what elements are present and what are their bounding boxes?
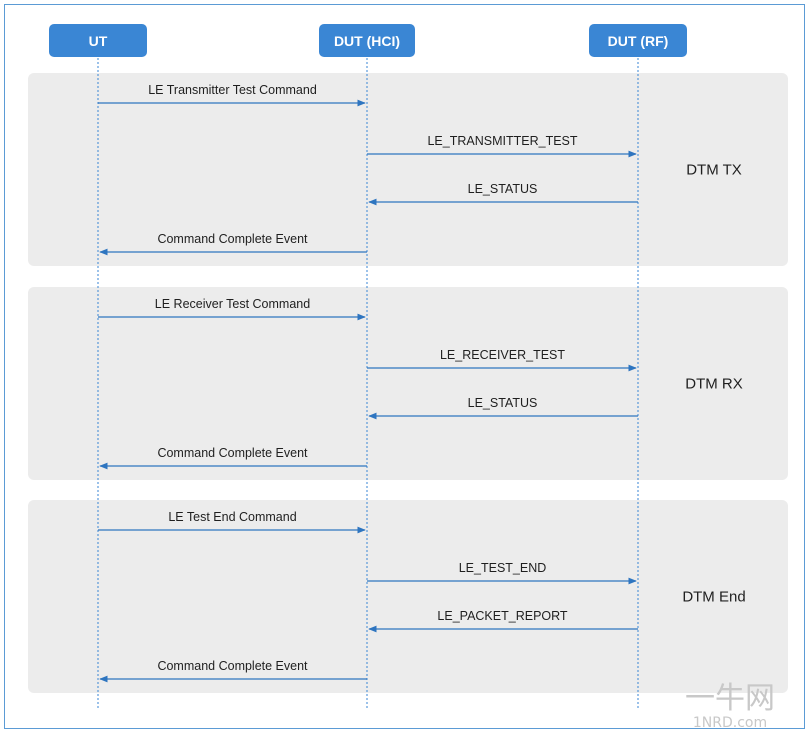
participant-hci: DUT (HCI) [319, 24, 415, 57]
section-box [28, 73, 788, 266]
section-dtm-rx: DTM RX [28, 287, 788, 480]
message-label: Command Complete Event [157, 659, 308, 673]
message-label: LE_STATUS [468, 396, 538, 410]
message-label: LE_TEST_END [459, 561, 547, 575]
message-label: LE_TRANSMITTER_TEST [427, 134, 577, 148]
message-arrow: LE_PACKET_REPORT [368, 609, 638, 633]
message-arrow: Command Complete Event [99, 232, 367, 256]
section-label: DTM RX [685, 376, 743, 393]
message-arrow: Command Complete Event [99, 446, 367, 470]
message-label: Command Complete Event [157, 232, 308, 246]
participant-rf: DUT (RF) [589, 24, 687, 57]
message-arrow: LE_STATUS [368, 182, 638, 206]
diagram-frame [4, 4, 805, 729]
message-arrow: Command Complete Event [99, 659, 367, 683]
section-box [28, 500, 788, 693]
message-arrow: LE_STATUS [368, 396, 638, 420]
message-arrow: LE Receiver Test Command [98, 297, 366, 321]
message-arrow: LE_TRANSMITTER_TEST [367, 134, 637, 158]
message-label: LE_STATUS [468, 182, 538, 196]
section-dtm-end: DTM End [28, 500, 788, 693]
section-dtm-tx: DTM TX [28, 73, 788, 266]
message-label: LE Transmitter Test Command [148, 83, 317, 97]
watermark-top: 一牛网 [685, 681, 775, 716]
participant-box [49, 24, 147, 57]
message-arrow: LE_RECEIVER_TEST [367, 348, 637, 372]
participant-label: DUT (HCI) [334, 33, 400, 49]
participant-label: UT [89, 33, 108, 49]
message-label: LE_PACKET_REPORT [437, 609, 568, 623]
watermark-bottom: 1NRD.com [693, 715, 767, 731]
participant-label: DUT (RF) [608, 33, 669, 49]
message-label: LE_RECEIVER_TEST [440, 348, 565, 362]
participant-ut: UT [49, 24, 147, 57]
participant-box [589, 24, 687, 57]
message-arrow: LE_TEST_END [367, 561, 637, 585]
message-arrow: LE Test End Command [98, 510, 366, 534]
message-label: Command Complete Event [157, 446, 308, 460]
section-box [28, 287, 788, 480]
message-arrow: LE Transmitter Test Command [98, 83, 366, 107]
message-label: LE Test End Command [168, 510, 296, 524]
participant-box [319, 24, 415, 57]
section-label: DTM TX [686, 162, 742, 179]
message-label: LE Receiver Test Command [155, 297, 310, 311]
section-label: DTM End [682, 589, 745, 606]
